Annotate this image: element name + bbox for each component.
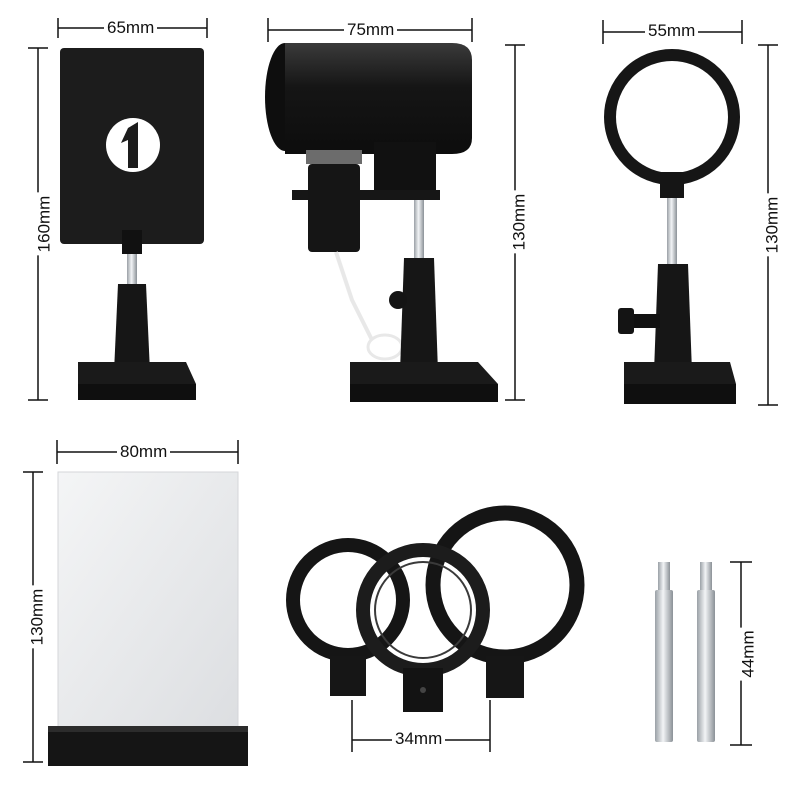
white-screen-width-label: 80mm: [117, 443, 171, 461]
screen-height-label: 160mm: [34, 192, 54, 256]
lamp-height-label: 130mm: [509, 190, 529, 254]
lens-rings: [286, 505, 585, 712]
white-screen: [48, 471, 248, 766]
lamp-housing: [265, 43, 498, 402]
slit-screen: [60, 48, 204, 400]
ring-bore-label: 34mm: [392, 730, 446, 748]
screen-width-label: 65mm: [104, 19, 158, 37]
lens-holder-width-label: 55mm: [645, 22, 699, 40]
white-screen-height-label: 130mm: [27, 585, 47, 649]
extension-rods: [655, 562, 715, 742]
rod-length-label: 44mm: [739, 627, 758, 681]
lens-holder-height-label: 130mm: [762, 193, 782, 257]
lens-holder: [604, 49, 740, 404]
lamp-width-label: 75mm: [344, 21, 398, 39]
